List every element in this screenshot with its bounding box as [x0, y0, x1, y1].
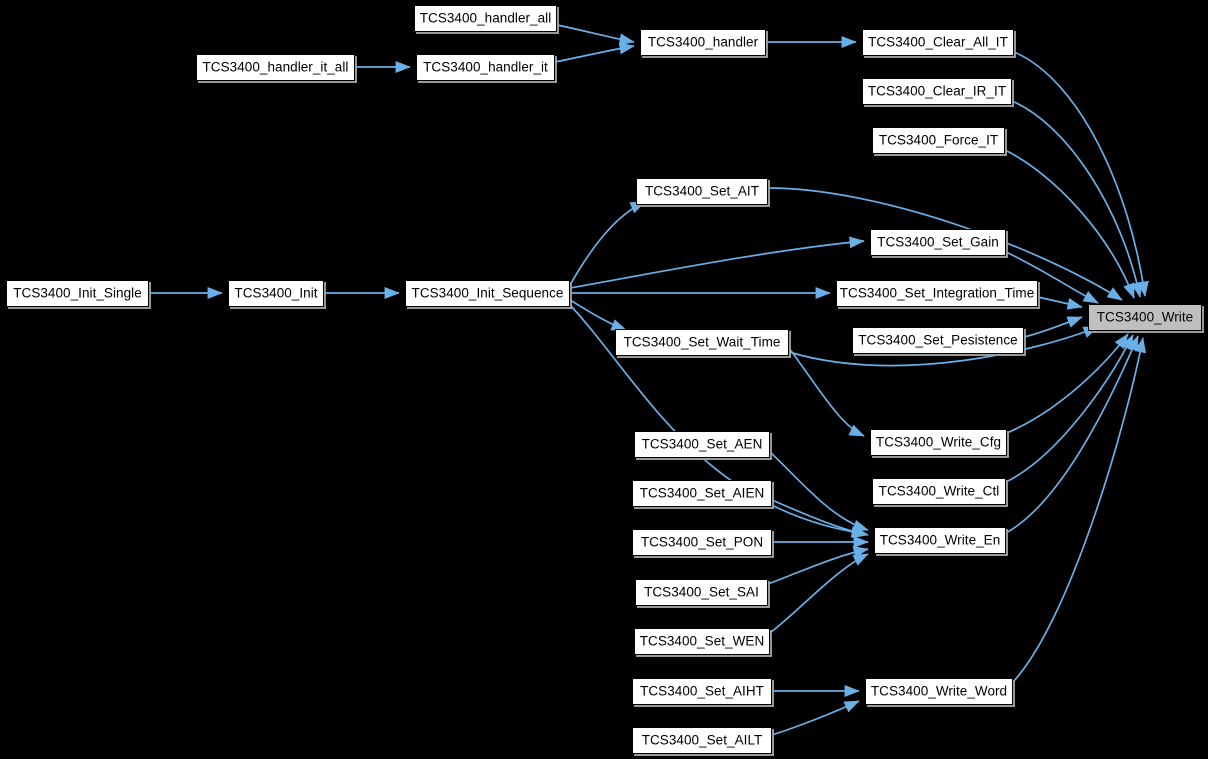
node-set_ailt[interactable]: TCS3400_Set_AILT	[632, 727, 772, 754]
node-label-set_pesistence: TCS3400_Set_Pesistence	[858, 332, 1018, 348]
node-label-set_gain: TCS3400_Set_Gain	[877, 234, 999, 250]
edge-set_aien-to-write_en	[771, 499, 869, 538]
node-set_sai[interactable]: TCS3400_Set_SAI	[635, 579, 768, 606]
node-label-handler_all: TCS3400_handler_all	[419, 10, 552, 26]
node-label-clear_ir_it: TCS3400_Clear_IR_IT	[867, 83, 1007, 99]
node-set_pon[interactable]: TCS3400_Set_PON	[632, 529, 772, 556]
node-handler_it[interactable]: TCS3400_handler_it	[416, 54, 555, 81]
node-init_sequence[interactable]: TCS3400_Init_Sequence	[405, 280, 570, 307]
node-force_it[interactable]: TCS3400_Force_IT	[872, 127, 1005, 154]
node-set_aen[interactable]: TCS3400_Set_AEN	[634, 431, 770, 458]
node-write_ctl[interactable]: TCS3400_Write_Ctl	[872, 478, 1006, 505]
node-set_wait_time[interactable]: TCS3400_Set_Wait_Time	[615, 329, 789, 356]
node-set_ait[interactable]: TCS3400_Set_AIT	[636, 178, 768, 205]
node-label-write_ctl: TCS3400_Write_Ctl	[878, 483, 1000, 499]
node-write_cfg[interactable]: TCS3400_Write_Cfg	[870, 429, 1007, 456]
node-label-handler: TCS3400_handler	[647, 34, 759, 50]
node-label-set_pon: TCS3400_Set_PON	[640, 534, 764, 550]
node-handler_it_all[interactable]: TCS3400_handler_it_all	[196, 54, 355, 81]
edge-set_integration-to-write	[1037, 296, 1083, 310]
node-label-write: TCS3400_Write	[1096, 309, 1194, 325]
node-init_single[interactable]: TCS3400_Init_Single	[6, 280, 149, 307]
node-label-set_aiht: TCS3400_Set_AIHT	[640, 683, 764, 699]
edge-set_aen-to-write_en	[769, 451, 869, 532]
edge-init_sequence-to-set_ait	[569, 201, 646, 286]
edge-write_cfg-to-write	[1006, 333, 1129, 434]
node-label-set_wen: TCS3400_Set_WEN	[639, 633, 765, 649]
node-write_en[interactable]: TCS3400_Write_En	[874, 527, 1006, 554]
edge-set_ailt-to-write_word	[771, 700, 860, 736]
node-label-set_wait_time: TCS3400_Set_Wait_Time	[623, 334, 781, 350]
edge-handler_it-to-handler	[554, 42, 635, 63]
edge-force_it-to-write	[1004, 149, 1135, 299]
node-label-force_it: TCS3400_Force_IT	[878, 132, 999, 148]
edge-set_wait_time-to-write_cfg	[788, 347, 865, 437]
edge-write_ctl-to-write	[1005, 334, 1134, 483]
node-label-clear_all_it: TCS3400_Clear_All_IT	[868, 34, 1008, 50]
node-handler_all[interactable]: TCS3400_handler_all	[414, 5, 557, 32]
node-label-write_cfg: TCS3400_Write_Cfg	[875, 434, 1002, 450]
edge-write_en-to-write	[1005, 335, 1139, 534]
node-label-set_integration: TCS3400_Set_Integration_Time	[839, 285, 1035, 301]
node-label-set_sai: TCS3400_Set_SAI	[644, 584, 759, 600]
edge-clear_all_it-to-write	[1013, 51, 1149, 297]
node-write_word[interactable]: TCS3400_Write_Word	[865, 678, 1013, 705]
node-label-set_aien: TCS3400_Set_AIEN	[639, 485, 765, 501]
edge-set_pesistence-to-write	[1023, 316, 1083, 338]
node-label-write_word: TCS3400_Write_Word	[870, 683, 1008, 699]
node-label-init_sequence: TCS3400_Init_Sequence	[411, 285, 564, 301]
edge-set_wen-to-write_en	[769, 553, 869, 634]
node-label-handler_it: TCS3400_handler_it	[423, 59, 548, 75]
edge-write_word-to-write	[1012, 337, 1147, 683]
node-label-init_single: TCS3400_Init_Single	[13, 285, 142, 301]
node-init[interactable]: TCS3400_Init	[228, 280, 324, 307]
node-label-set_aen: TCS3400_Set_AEN	[641, 436, 763, 452]
node-label-init: TCS3400_Init	[234, 285, 318, 301]
node-set_integration[interactable]: TCS3400_Set_Integration_Time	[836, 280, 1038, 307]
node-label-write_en: TCS3400_Write_En	[879, 532, 1001, 548]
node-set_gain[interactable]: TCS3400_Set_Gain	[870, 229, 1006, 256]
node-set_wen[interactable]: TCS3400_Set_WEN	[634, 628, 770, 655]
node-set_aiht[interactable]: TCS3400_Set_AIHT	[632, 678, 772, 705]
node-set_aien[interactable]: TCS3400_Set_AIEN	[632, 480, 772, 507]
edge-init_sequence-to-set_wait_time	[569, 299, 627, 331]
edge-clear_ir_it-to-write	[1011, 100, 1143, 298]
node-handler[interactable]: TCS3400_handler	[640, 29, 766, 56]
node-label-set_ait: TCS3400_Set_AIT	[644, 183, 760, 199]
node-clear_ir_it[interactable]: TCS3400_Clear_IR_IT	[862, 78, 1012, 105]
node-write[interactable]: TCS3400_Write	[1088, 304, 1202, 331]
node-label-set_ailt: TCS3400_Set_AILT	[641, 732, 763, 748]
edge-init_sequence-to-set_gain	[569, 236, 865, 289]
node-set_pesistence[interactable]: TCS3400_Set_Pesistence	[852, 327, 1024, 354]
node-label-handler_it_all: TCS3400_handler_it_all	[202, 59, 349, 75]
node-clear_all_it[interactable]: TCS3400_Clear_All_IT	[862, 29, 1014, 56]
edge-set_sai-to-write_en	[767, 546, 869, 585]
edge-handler_all-to-handler	[556, 24, 635, 46]
